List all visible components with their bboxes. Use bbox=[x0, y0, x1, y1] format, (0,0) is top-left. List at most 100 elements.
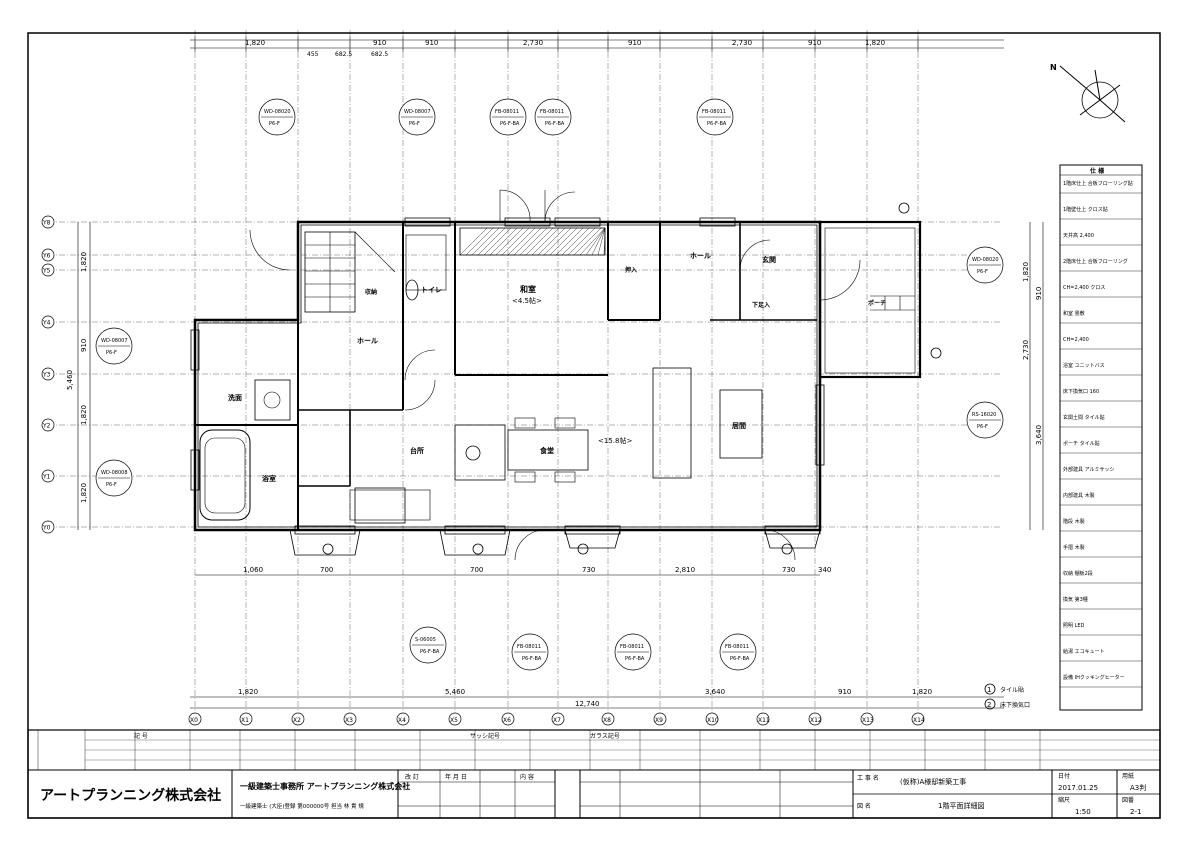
spec-item: 和室 畳敷 bbox=[1063, 310, 1085, 317]
spec-item: 床下換気口 160 bbox=[1063, 388, 1099, 395]
room-bath: 浴室 bbox=[262, 474, 276, 483]
spec-item: 1階壁仕上 クロス貼 bbox=[1063, 206, 1108, 213]
axis-x-bubble: X8 bbox=[601, 712, 615, 726]
top-dim-5: 910 bbox=[628, 39, 641, 47]
room-labels: 和室 <4.5帖> <15.8帖> 食堂 台所 居間 ホール ホール トイレ 玄… bbox=[228, 252, 886, 483]
spec-item: 手摺 木製 bbox=[1063, 544, 1085, 551]
svg-text:P6-F-BA: P6-F-BA bbox=[522, 656, 542, 662]
size-label: 用紙 bbox=[1122, 772, 1134, 780]
left-dim-2: 910 bbox=[80, 339, 88, 352]
spec-item: 外部建具 アルミサッシ bbox=[1063, 466, 1115, 473]
left-dim-1: 1,820 bbox=[80, 252, 88, 272]
svg-text:X0: X0 bbox=[190, 717, 198, 724]
north-arrow: N bbox=[1050, 63, 1126, 123]
svg-text:P6-F: P6-F bbox=[106, 350, 117, 356]
room-dining: 食堂 bbox=[539, 446, 554, 455]
svg-text:Y8: Y8 bbox=[42, 220, 51, 227]
north-label: N bbox=[1050, 63, 1057, 72]
bottom-dim-1-1: 1,060 bbox=[243, 566, 263, 574]
axis-y-bubble: Y8 bbox=[41, 215, 55, 229]
svg-text:WD-08020: WD-08020 bbox=[264, 109, 291, 115]
room-ldk-size: <15.8帖> bbox=[598, 436, 632, 445]
spec-item: 給湯 エコキュート bbox=[1063, 648, 1105, 655]
top-dim-2: 910 bbox=[373, 39, 386, 47]
spec-item: 収納 棚板2段 bbox=[1063, 570, 1093, 577]
svg-text:RS-16020: RS-16020 bbox=[972, 412, 996, 418]
top-dim-1: 1,820 bbox=[245, 39, 265, 47]
room-storage2: 押入 bbox=[625, 266, 637, 274]
drawing-name: 1階平面詳細図 bbox=[938, 801, 984, 810]
axis-x-bubble: X7 bbox=[551, 712, 565, 726]
room-genkan: 玄関 bbox=[762, 255, 776, 264]
spec-item: 天井高 2,400 bbox=[1063, 232, 1094, 239]
svg-text:X5: X5 bbox=[450, 717, 458, 724]
company-name: アートプランニング株式会社 bbox=[40, 787, 221, 804]
top-dim-4: 2,730 bbox=[523, 39, 543, 47]
room-toilet: トイレ bbox=[421, 286, 442, 294]
svg-text:X1: X1 bbox=[241, 717, 249, 724]
axis-x-bubble: X9 bbox=[653, 712, 667, 726]
sash-heading: サッシ記号 bbox=[470, 732, 500, 740]
svg-text:Y4: Y4 bbox=[42, 320, 51, 327]
axis-x-bubble: X4 bbox=[396, 712, 410, 726]
top-dim-3: 910 bbox=[425, 39, 438, 47]
left-dim-total: 5,460 bbox=[66, 370, 74, 390]
spec-item: 照明 LED bbox=[1063, 623, 1085, 629]
svg-text:FB-08011: FB-08011 bbox=[702, 109, 726, 115]
axis-y-bubble: Y5 bbox=[41, 263, 55, 277]
legend-1-symbol: 1 bbox=[987, 686, 991, 694]
bottom-dimensions: 1,060 700 700 730 2,810 730 340 1,820 5,… bbox=[190, 566, 1004, 709]
architect-office: 一級建築士事務所 アートプランニング株式会社 bbox=[240, 781, 410, 791]
svg-text:X10: X10 bbox=[707, 717, 719, 724]
title-block: アートプランニング株式会社 一級建築士事務所 アートプランニング株式会社 一級建… bbox=[27, 729, 1161, 819]
license-line: 一級建築士 (大臣)登録 第000000号 担当 林 貴 規 bbox=[240, 802, 364, 810]
room-hall2: ホール bbox=[690, 252, 711, 260]
axis-y-bubble: Y1 bbox=[41, 469, 55, 483]
svg-text:Y1: Y1 bbox=[42, 474, 51, 481]
svg-text:X4: X4 bbox=[398, 717, 406, 724]
spec-item: 玄関土間 タイル貼 bbox=[1063, 414, 1105, 421]
svg-text:FB-08011: FB-08011 bbox=[620, 644, 644, 650]
svg-text:P6-F-BA: P6-F-BA bbox=[730, 656, 750, 662]
left-dim-3: 1,820 bbox=[80, 405, 88, 425]
spec-item: ポーチ タイル貼 bbox=[1063, 440, 1100, 447]
bottom-dim-1-2: 700 bbox=[320, 566, 333, 574]
svg-text:WD-08020: WD-08020 bbox=[972, 257, 999, 263]
svg-text:WD-08007: WD-08007 bbox=[404, 109, 431, 115]
scale-value: 1:50 bbox=[1075, 808, 1091, 816]
room-storage1: 収納 bbox=[365, 288, 377, 296]
legend-1-text: タイル貼 bbox=[1000, 686, 1024, 694]
bottom-dim-1-7: 340 bbox=[818, 566, 831, 574]
svg-text:S-06005: S-06005 bbox=[415, 637, 436, 643]
axis-x-bubble: X1 bbox=[239, 712, 253, 726]
axis-y-bubble: Y0 bbox=[41, 520, 55, 534]
right-dimensions: 1,820 2,730 3,640 910 bbox=[1022, 222, 1044, 530]
date-value: 2017.01.25 bbox=[1058, 784, 1098, 792]
room-living: 居間 bbox=[732, 421, 746, 430]
svg-text:X3: X3 bbox=[345, 717, 353, 724]
svg-text:P6-F: P6-F bbox=[106, 482, 117, 488]
svg-text:X9: X9 bbox=[655, 717, 663, 724]
top-subdim-1: 455 bbox=[307, 51, 319, 58]
spec-item: CH=2,400 bbox=[1063, 337, 1089, 343]
axis-x-bubble: X0 bbox=[188, 712, 202, 726]
right-dim-1: 1,820 bbox=[1022, 262, 1030, 282]
spec-item: 1階床仕上 合板フローリング貼 bbox=[1063, 180, 1133, 187]
svg-text:X8: X8 bbox=[603, 717, 611, 724]
svg-text:FB-08011: FB-08011 bbox=[495, 109, 519, 115]
svg-text:X7: X7 bbox=[553, 717, 561, 724]
legend-2-text: 床下換気口 bbox=[1000, 701, 1030, 709]
left-dimensions: 5,460 1,820 910 1,820 1,820 bbox=[66, 222, 91, 530]
top-dim-7: 910 bbox=[808, 39, 821, 47]
legend-2-symbol: 2 bbox=[987, 701, 991, 709]
room-porch: ポーチ bbox=[868, 299, 886, 307]
bottom-dim-total: 12,740 bbox=[575, 700, 600, 708]
bottom-dim-1-4: 730 bbox=[582, 566, 595, 574]
spec-item: 内部建具 木製 bbox=[1063, 492, 1095, 499]
